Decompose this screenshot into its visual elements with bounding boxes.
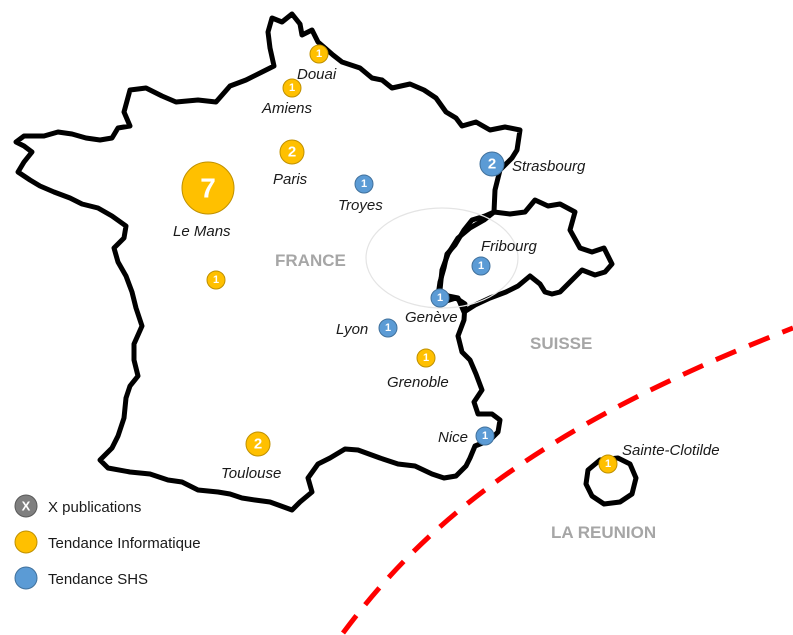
- reunion-separator-line: [340, 325, 793, 635]
- city-label-toulouse: Toulouse: [221, 465, 281, 482]
- city-label-geneve: Genève: [405, 309, 458, 326]
- marker-nice: [475, 426, 495, 446]
- city-label-le-mans: Le Mans: [173, 223, 231, 240]
- city-label-strasbourg: Strasbourg: [512, 158, 586, 175]
- marker-toulouse: [245, 431, 271, 457]
- marker-count-paris: 2: [288, 144, 296, 161]
- marker-paris: [279, 139, 305, 165]
- region-label-suisse: SUISSE: [530, 334, 592, 353]
- suisse-border: [437, 197, 615, 315]
- city-label-paris: Paris: [273, 171, 308, 188]
- legend-label-x: X publications: [48, 499, 141, 516]
- marker-count-unnamed-west: 1: [213, 274, 219, 286]
- city-label-grenoble: Grenoble: [387, 374, 449, 391]
- region-label-reunion: LA REUNION: [551, 523, 656, 542]
- marker-count-strasbourg: 2: [488, 156, 496, 173]
- legend-symbol-x-text: X: [22, 499, 31, 514]
- city-label-fribourg: Fribourg: [481, 238, 538, 255]
- marker-grenoble: [416, 348, 436, 368]
- city-label-nice: Nice: [438, 429, 468, 446]
- city-label-lyon: Lyon: [336, 321, 368, 338]
- france-border: [13, 11, 523, 513]
- marker-count-sainte-clotilde: 1: [605, 458, 611, 470]
- marker-strasbourg: [479, 151, 505, 177]
- marker-amiens: [282, 78, 302, 98]
- marker-douai: [309, 44, 329, 64]
- marker-geneve: [430, 288, 450, 308]
- city-label-sainte-clotilde: Sainte-Clotilde: [622, 442, 720, 459]
- marker-count-toulouse: 2: [254, 436, 262, 453]
- legend: X X publications Tendance Informatique T…: [14, 494, 201, 590]
- marker-count-grenoble: 1: [423, 352, 429, 364]
- marker-count-geneve: 1: [437, 292, 443, 304]
- marker-count-fribourg: 1: [478, 260, 484, 272]
- legend-symbol-x: [14, 494, 38, 518]
- marker-count-le-mans: 7: [200, 173, 216, 204]
- region-label-france: FRANCE: [275, 251, 346, 270]
- legend-label-informatique: Tendance Informatique: [48, 535, 201, 552]
- legend-symbol-shs: [14, 566, 38, 590]
- marker-count-amiens: 1: [289, 82, 295, 94]
- marker-troyes: [354, 174, 374, 194]
- marker-unnamed-west: [206, 270, 226, 290]
- city-label-amiens: Amiens: [261, 100, 313, 117]
- city-label-douai: Douai: [297, 66, 337, 83]
- legend-symbol-informatique: [14, 530, 38, 554]
- marker-count-troyes: 1: [361, 178, 367, 190]
- highlight-ellipse: [365, 207, 519, 309]
- marker-count-nice: 1: [482, 430, 488, 442]
- marker-count-douai: 1: [316, 48, 322, 60]
- marker-fribourg: [471, 256, 491, 276]
- legend-label-shs: Tendance SHS: [48, 571, 148, 588]
- marker-lyon: [378, 318, 398, 338]
- marker-count-lyon: 1: [385, 322, 391, 334]
- marker-sainte-clotilde: [598, 454, 618, 474]
- marker-le-mans: [181, 161, 235, 215]
- city-label-troyes: Troyes: [338, 197, 383, 214]
